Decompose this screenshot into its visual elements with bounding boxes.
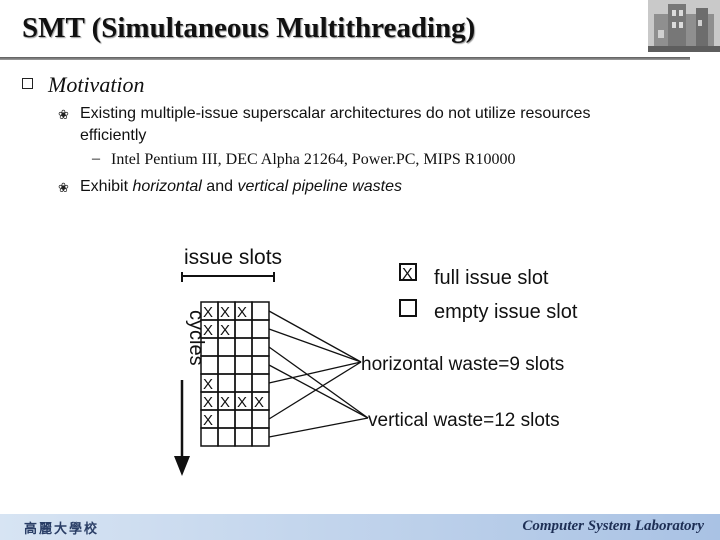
slot-x-mark: X bbox=[237, 394, 247, 411]
title-divider bbox=[0, 57, 690, 60]
bullet-text-line2: efficiently bbox=[80, 127, 147, 144]
legend-full-label: full issue slot bbox=[434, 267, 549, 289]
bullet2-vertical: vertical pipeline wastes bbox=[237, 178, 402, 195]
dash-icon: – bbox=[92, 150, 100, 167]
decorative-bullet-icon: ❀ bbox=[58, 181, 69, 196]
issue-slots-label: issue slots bbox=[184, 246, 282, 269]
empty-slot bbox=[234, 409, 253, 429]
slot-x-mark: X bbox=[203, 304, 213, 321]
slot-x-mark: X bbox=[220, 322, 230, 339]
slot-x-mark: X bbox=[203, 322, 213, 339]
bullet2-and: and bbox=[201, 178, 238, 195]
slot-x-mark: X bbox=[220, 304, 230, 321]
section-heading: Motivation bbox=[48, 72, 145, 97]
bullet-text-line1: Existing multiple-issue superscalar arch… bbox=[80, 105, 591, 122]
footer-bar: 高麗大學校 Computer System Laboratory bbox=[0, 514, 720, 540]
empty-slot bbox=[251, 355, 270, 375]
legend-empty-label: empty issue slot bbox=[434, 301, 578, 323]
legend-empty-box bbox=[399, 299, 417, 317]
empty-slot bbox=[251, 319, 270, 339]
legend-full-x: X bbox=[402, 266, 413, 283]
decorative-bullet-icon: ❀ bbox=[58, 108, 69, 123]
legend-full-box bbox=[399, 263, 417, 281]
empty-slot bbox=[217, 427, 236, 447]
slide-title: SMT (Simultaneous Multithreading) bbox=[22, 12, 476, 44]
empty-slot bbox=[234, 355, 253, 375]
square-bullet-icon bbox=[22, 78, 33, 89]
connector-lines bbox=[268, 310, 369, 438]
university-building-icon bbox=[648, 0, 720, 52]
vertical-waste-connector bbox=[268, 346, 369, 419]
slot-x-mark: X bbox=[220, 394, 230, 411]
empty-slot bbox=[251, 301, 270, 321]
empty-slot bbox=[200, 427, 219, 447]
bullet2-horizontal: horizontal bbox=[132, 178, 202, 195]
slot-x-mark: X bbox=[203, 412, 213, 429]
bullet2-prefix: Exhibit bbox=[80, 178, 133, 195]
horizontal-waste-label: horizontal waste=9 slots bbox=[361, 354, 564, 375]
sub-bullet-text: Intel Pentium III, DEC Alpha 21264, Powe… bbox=[111, 151, 516, 168]
empty-slot bbox=[217, 373, 236, 393]
empty-slot bbox=[234, 319, 253, 339]
slot-x-mark: X bbox=[203, 376, 213, 393]
vertical-waste-connector bbox=[268, 417, 369, 438]
empty-slot bbox=[251, 337, 270, 357]
footer-university: 高麗大學校 bbox=[24, 522, 100, 537]
horizontal-waste-connector bbox=[268, 361, 362, 384]
empty-slot bbox=[251, 409, 270, 429]
empty-slot bbox=[217, 355, 236, 375]
empty-slot bbox=[234, 337, 253, 357]
empty-slot bbox=[251, 373, 270, 393]
horizontal-waste-connector bbox=[268, 361, 362, 420]
horizontal-waste-connector bbox=[268, 310, 362, 363]
empty-slot bbox=[234, 373, 253, 393]
slot-x-mark: X bbox=[237, 304, 247, 321]
bullet-text-2: Exhibit horizontal and vertical pipeline… bbox=[80, 178, 402, 196]
empty-slot bbox=[217, 409, 236, 429]
vertical-waste-connector bbox=[268, 364, 369, 419]
empty-slot bbox=[251, 427, 270, 447]
cycles-arrow-head bbox=[174, 456, 190, 476]
slot-x-mark: X bbox=[203, 394, 213, 411]
vertical-waste-label: vertical waste=12 slots bbox=[368, 410, 560, 431]
footer-lab: Computer System Laboratory bbox=[522, 518, 704, 534]
horizontal-waste-connector bbox=[268, 328, 362, 363]
slot-x-mark: X bbox=[254, 394, 264, 411]
empty-slot bbox=[217, 337, 236, 357]
empty-slot bbox=[234, 427, 253, 447]
